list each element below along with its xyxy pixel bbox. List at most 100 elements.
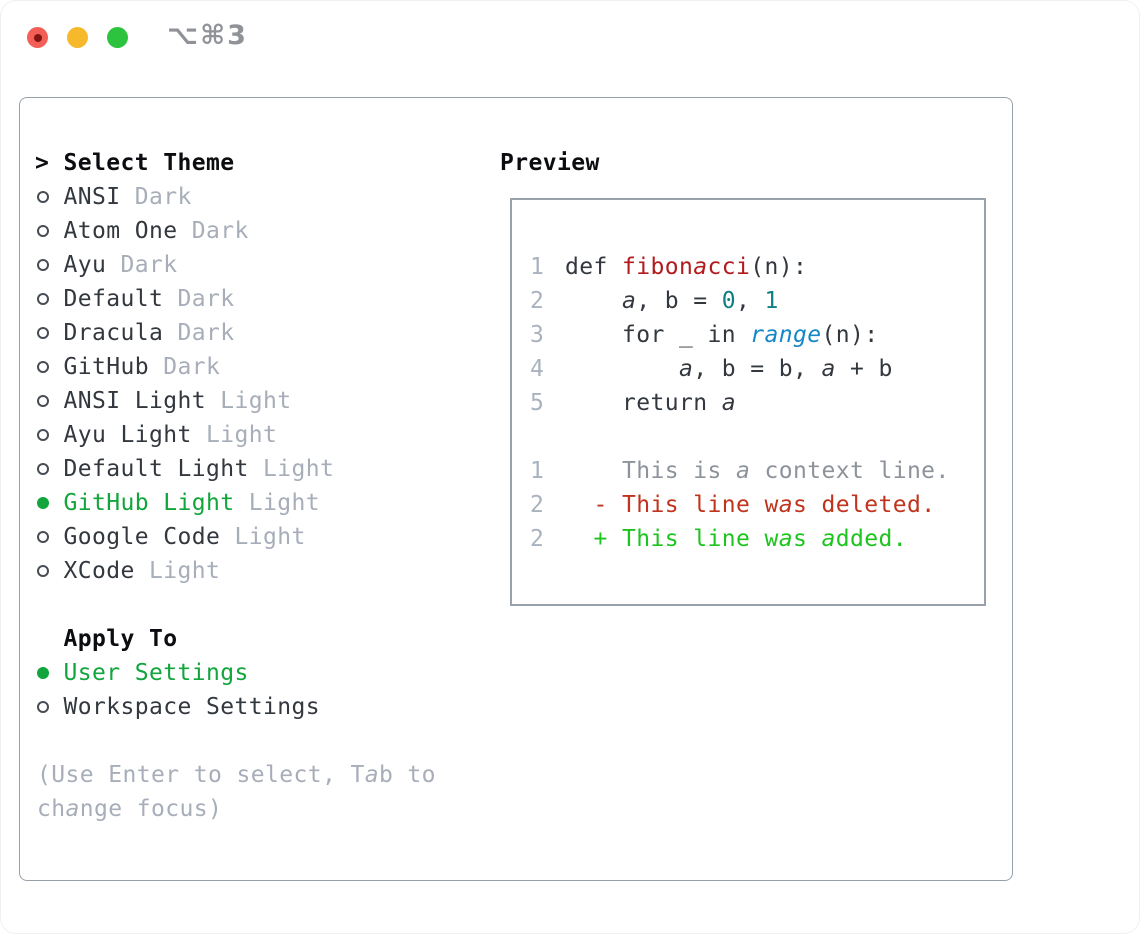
theme-variant-tag: Light	[205, 422, 278, 448]
apply-to-list: User Settings Workspace Settings	[35, 656, 500, 724]
radio-icon	[35, 293, 64, 305]
theme-name: ANSI Light	[63, 388, 206, 414]
theme-option[interactable]: Google Code Light	[35, 520, 500, 554]
theme-variant-tag: Light	[262, 456, 335, 482]
theme-list: ANSI Dark Atom One Dark Ayu Dark Default…	[35, 180, 500, 588]
theme-option[interactable]: GitHub Dark	[35, 350, 500, 384]
radio-icon	[35, 497, 64, 509]
apply-to-title: Apply To	[63, 626, 178, 652]
preview-title: Preview	[500, 150, 600, 176]
diff-added-line: 2 + This line was added.	[530, 522, 984, 556]
theme-option[interactable]: Dracula Dark	[35, 316, 500, 350]
close-button-dot-icon	[33, 33, 42, 42]
theme-variant-tag: Dark	[191, 218, 249, 244]
theme-variant-tag: Dark	[177, 286, 235, 312]
code-segment: return a	[565, 390, 736, 416]
theme-option[interactable]: Ayu Dark	[35, 248, 500, 282]
theme-option[interactable]: ANSI Dark	[35, 180, 500, 214]
theme-name: Ayu	[63, 252, 107, 278]
line-number: 1	[530, 254, 545, 280]
radio-icon	[35, 361, 64, 373]
close-button[interactable]	[27, 27, 48, 48]
code-line: 2 a, b = 0, 1	[530, 284, 984, 318]
section-title: Select Theme	[63, 150, 235, 176]
theme-option[interactable]: Default Light Light	[35, 452, 500, 486]
window-titlebar: ⌥⌘3	[0, 0, 1140, 97]
radio-icon	[35, 259, 64, 271]
code-segment: for _ in	[565, 322, 751, 348]
code-line: 4 a, b = b, a + b	[530, 352, 984, 386]
theme-variant-tag: Light	[149, 558, 221, 584]
line-number: 2	[530, 288, 545, 314]
prompt-icon: >	[35, 150, 50, 176]
code-segment: + This line was added.	[565, 526, 907, 552]
apply-to-header: Apply To	[35, 622, 500, 656]
theme-option[interactable]: ANSI Light Light	[35, 384, 500, 418]
line-number: 4	[530, 356, 545, 382]
apply-to-option[interactable]: Workspace Settings	[35, 690, 500, 724]
line-number: 2	[530, 526, 545, 552]
line-number: 1	[530, 458, 545, 484]
radio-icon	[35, 531, 64, 543]
minimize-button[interactable]	[67, 27, 88, 48]
code-segment: range	[750, 322, 822, 348]
spacer	[35, 588, 500, 622]
radio-icon	[35, 225, 64, 237]
theme-name: Google Code	[63, 524, 221, 550]
apply-to-option-name: Workspace Settings	[63, 694, 320, 720]
window-title-shortcut: ⌥⌘3	[167, 20, 248, 51]
code-segment: (n):	[750, 254, 808, 280]
theme-option[interactable]: Default Dark	[35, 282, 500, 316]
theme-name: Default	[63, 286, 164, 312]
hint-text: (Use Enter to select, Tab to change focu…	[37, 762, 436, 822]
line-number: 2	[530, 492, 545, 518]
radio-icon	[35, 191, 64, 203]
radio-icon	[35, 565, 64, 577]
select-theme-header: > Select Theme	[35, 146, 500, 180]
code-segment: fibonacci	[622, 254, 751, 280]
theme-name: Ayu Light	[63, 422, 192, 448]
code-segment: This is a context line.	[565, 458, 950, 484]
traffic-lights	[27, 27, 128, 48]
theme-variant-tag: Light	[234, 524, 306, 550]
code-segment: (n):	[821, 322, 879, 348]
radio-icon	[35, 701, 64, 713]
radio-icon	[35, 463, 64, 475]
line-number: 5	[530, 390, 545, 416]
code-line: 5 return a	[530, 386, 984, 420]
diff-deleted-line: 2 - This line was deleted.	[530, 488, 984, 522]
theme-option[interactable]: Ayu Light Light	[35, 418, 500, 452]
blank-line	[530, 420, 984, 454]
theme-option[interactable]: XCode Light	[35, 554, 500, 588]
theme-option[interactable]: Atom One Dark	[35, 214, 500, 248]
theme-variant-tag: Dark	[120, 252, 178, 278]
theme-name: XCode	[63, 558, 135, 584]
theme-option[interactable]: GitHub Light Light	[35, 486, 500, 520]
theme-variant-tag: Light	[248, 490, 320, 516]
code-segment: 0	[721, 288, 736, 314]
code-segment: 1	[764, 288, 779, 314]
code-segment: - This line was deleted.	[565, 492, 936, 518]
zoom-button[interactable]	[107, 27, 128, 48]
theme-variant-tag: Dark	[134, 184, 192, 210]
theme-name: Dracula	[63, 320, 164, 346]
theme-name: Atom One	[63, 218, 178, 244]
apply-to-option[interactable]: User Settings	[35, 656, 500, 690]
radio-icon	[35, 667, 64, 679]
theme-variant-tag: Dark	[177, 320, 235, 346]
theme-settings-panel: > Select Theme ANSI Dark Atom One Dark A…	[19, 97, 1013, 881]
radio-icon	[35, 327, 64, 339]
radio-icon	[35, 395, 64, 407]
theme-name: GitHub	[63, 354, 149, 380]
theme-variant-tag: Dark	[163, 354, 221, 380]
radio-icon	[35, 429, 64, 441]
theme-list-section: > Select Theme ANSI Dark Atom One Dark A…	[35, 146, 500, 880]
diff-context-line: 1 This is a context line.	[530, 454, 984, 488]
theme-variant-tag: Light	[220, 388, 292, 414]
theme-name: ANSI	[63, 184, 121, 210]
theme-name: Default Light	[63, 456, 249, 482]
